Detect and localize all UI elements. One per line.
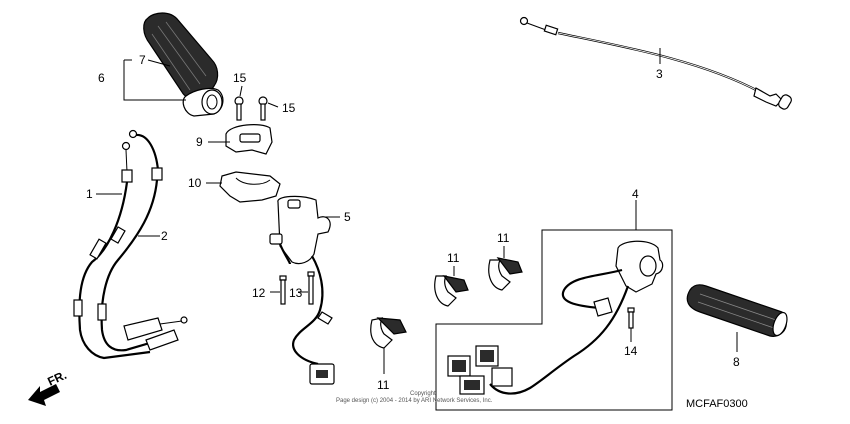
- callout-11-center: 11: [377, 378, 390, 392]
- callout-11-left: 11: [447, 251, 460, 265]
- callout-1: 1: [86, 187, 93, 201]
- bolt-13: [307, 271, 315, 305]
- callout-12: 12: [252, 286, 266, 300]
- front-direction-arrow: FR.: [28, 368, 69, 406]
- throttle-grip: [143, 12, 224, 117]
- left-grip: [686, 284, 788, 337]
- right-switch-assembly: [435, 229, 673, 411]
- choke-cable: [519, 16, 792, 110]
- screw-15-left: [234, 96, 244, 121]
- clip-11-left: [434, 275, 469, 307]
- bolt-12: [279, 275, 287, 305]
- screw-15-right: [258, 96, 268, 121]
- callout-2: 2: [161, 229, 168, 243]
- leader-lines: [96, 48, 738, 374]
- screw-14: [627, 307, 635, 329]
- front-arrow-label: FR.: [45, 368, 68, 389]
- clip-11-center: [370, 317, 407, 349]
- left-switch-assembly: [269, 195, 335, 385]
- switch-housing-lower: [219, 171, 281, 203]
- callout-15-left: 15: [233, 71, 247, 85]
- callout-11-right: 11: [497, 231, 510, 245]
- copyright-line-2: Page design (c) 2004 - 2014 by ARI Netwo…: [336, 398, 493, 404]
- throttle-cables: [73, 129, 188, 360]
- callout-5: 5: [344, 210, 351, 224]
- callout-3: 3: [656, 67, 663, 81]
- callout-7: 7: [139, 53, 146, 67]
- connector-block: [447, 345, 513, 395]
- callout-8: 8: [733, 355, 740, 369]
- callout-4: 4: [632, 187, 639, 201]
- callout-13: 13: [289, 286, 303, 300]
- diagram-code: MCFAF0300: [686, 398, 748, 410]
- callout-9: 9: [196, 135, 203, 149]
- clip-11-right: [488, 257, 523, 291]
- callout-15-right: 15: [282, 101, 296, 115]
- callout-14: 14: [624, 344, 638, 358]
- switch-housing-upper: [225, 124, 273, 155]
- copyright-line-1: Copyright: [410, 391, 436, 397]
- callout-10: 10: [188, 176, 202, 190]
- callout-6: 6: [98, 71, 105, 85]
